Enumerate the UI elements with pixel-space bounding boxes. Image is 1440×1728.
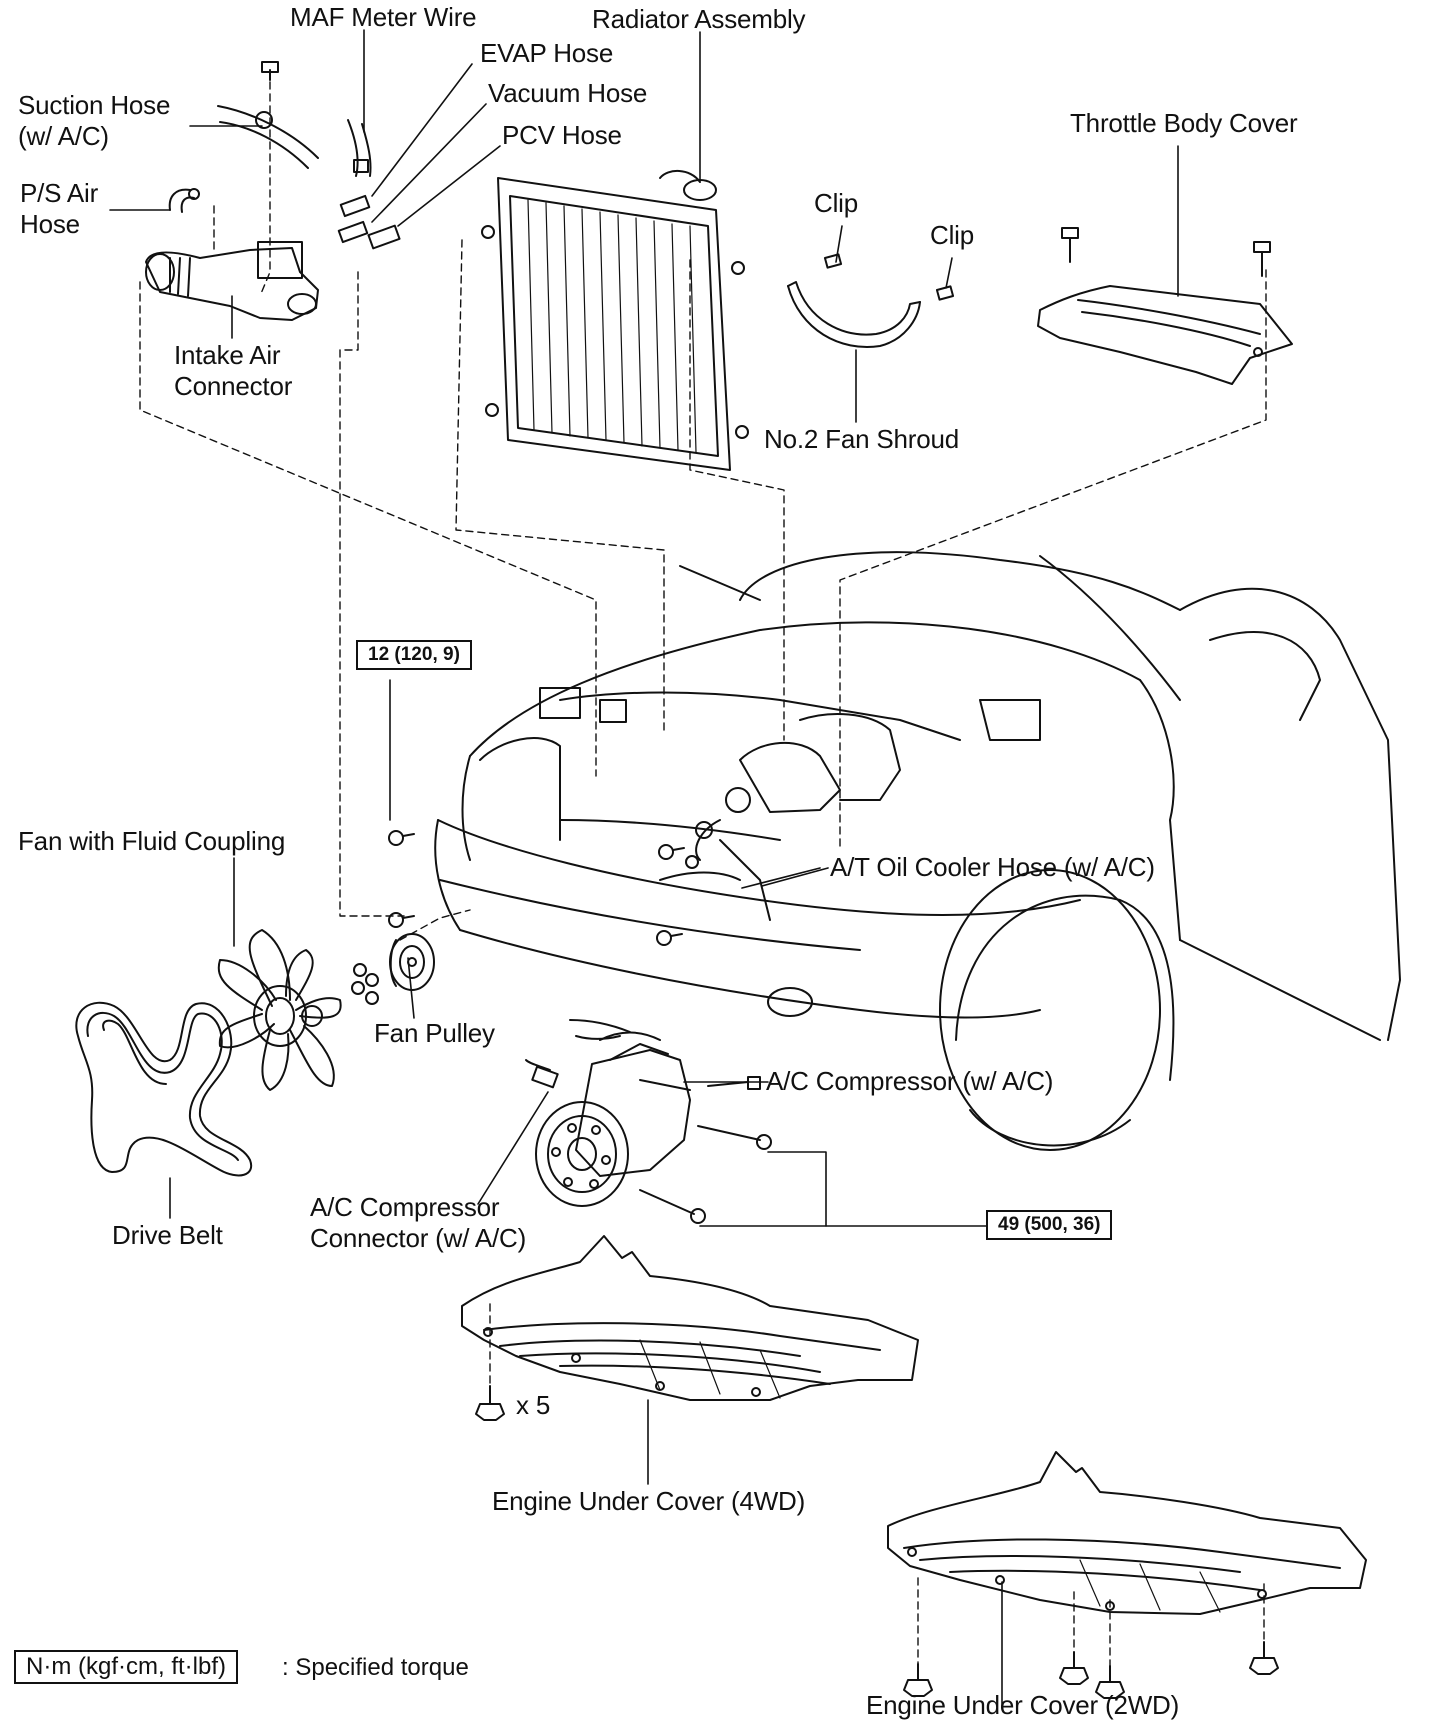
engine-under-cover-2wd — [887, 1451, 1367, 1615]
fan-pulley — [389, 933, 435, 991]
drive-belt — [75, 1001, 253, 1177]
throttle-body-cover — [1037, 285, 1293, 385]
radiator-assembly — [481, 170, 749, 471]
suction-hose — [217, 105, 319, 169]
label-engine-under-cover-4wd: Engine Under Cover (4WD) — [492, 1486, 806, 1516]
no2-fan-shroud — [787, 281, 921, 348]
label-bolt-count: x 5 — [516, 1390, 551, 1420]
torque-spec-fan-bolt: 12 (120, 9) — [356, 640, 472, 670]
label-throttle-body-cover: Throttle Body Cover — [1070, 108, 1298, 138]
alignment-dashed-lines — [139, 69, 1267, 1667]
torque-spec-compressor-bolt: 49 (500, 36) — [986, 1210, 1113, 1240]
label-maf-meter-wire: MAF Meter Wire — [290, 2, 477, 32]
label-no2-fan-shroud: No.2 Fan Shroud — [764, 424, 960, 454]
bolt-icon — [639, 1076, 772, 1224]
bolt-icon — [1061, 227, 1271, 277]
label-fan-with-fluid-coupling: Fan with Fluid Coupling — [18, 826, 286, 856]
label-suction-hose: Suction Hose (w/ A/C) — [18, 90, 171, 151]
engine-under-cover-4wd — [461, 1235, 919, 1401]
label-at-oil-cooler-hose: A/T Oil Cooler Hose (w/ A/C) — [830, 852, 1155, 882]
label-engine-under-cover-2wd: Engine Under Cover (2WD) — [866, 1690, 1180, 1720]
label-pcv-hose: PCV Hose — [502, 120, 622, 150]
bolt-icon — [388, 830, 699, 946]
legend-unit-box: N·m (kgf·cm, ft·lbf) — [14, 1650, 238, 1684]
label-radiator-assembly: Radiator Assembly — [592, 4, 806, 34]
vehicle-body — [434, 551, 1401, 1151]
intake-air-connector — [145, 241, 319, 321]
bolt-icon — [903, 1641, 1279, 1699]
label-fan-pulley: Fan Pulley — [374, 1018, 495, 1048]
maf-meter-wire — [337, 119, 401, 250]
label-vacuum-hose: Vacuum Hose — [488, 78, 648, 108]
suction-hose-bolt-icon — [261, 61, 279, 81]
ac-compressor-connector — [525, 1059, 559, 1089]
fan-with-fluid-coupling — [217, 929, 342, 1091]
leader-lines — [109, 29, 1179, 1707]
label-ac-compressor: A/C Compressor (w/ A/C) — [766, 1066, 1054, 1096]
label-ps-air-hose: P/S Air Hose — [20, 178, 99, 239]
label-drive-belt: Drive Belt — [112, 1220, 223, 1250]
bolt-icon — [475, 1385, 505, 1421]
label-clip-1: Clip — [814, 188, 858, 218]
legend-description: : Specified torque — [282, 1654, 469, 1681]
label-intake-air-connector: Intake Air Connector — [174, 340, 293, 401]
ac-compressor — [535, 1019, 691, 1207]
ps-air-hose — [168, 188, 200, 213]
label-evap-hose: EVAP Hose — [480, 38, 614, 68]
label-ac-compressor-connector: A/C Compressor Connector (w/ A/C) — [310, 1192, 527, 1253]
label-clip-2: Clip — [930, 220, 974, 250]
clip-icon — [823, 253, 955, 301]
nut-icon — [351, 963, 379, 1005]
